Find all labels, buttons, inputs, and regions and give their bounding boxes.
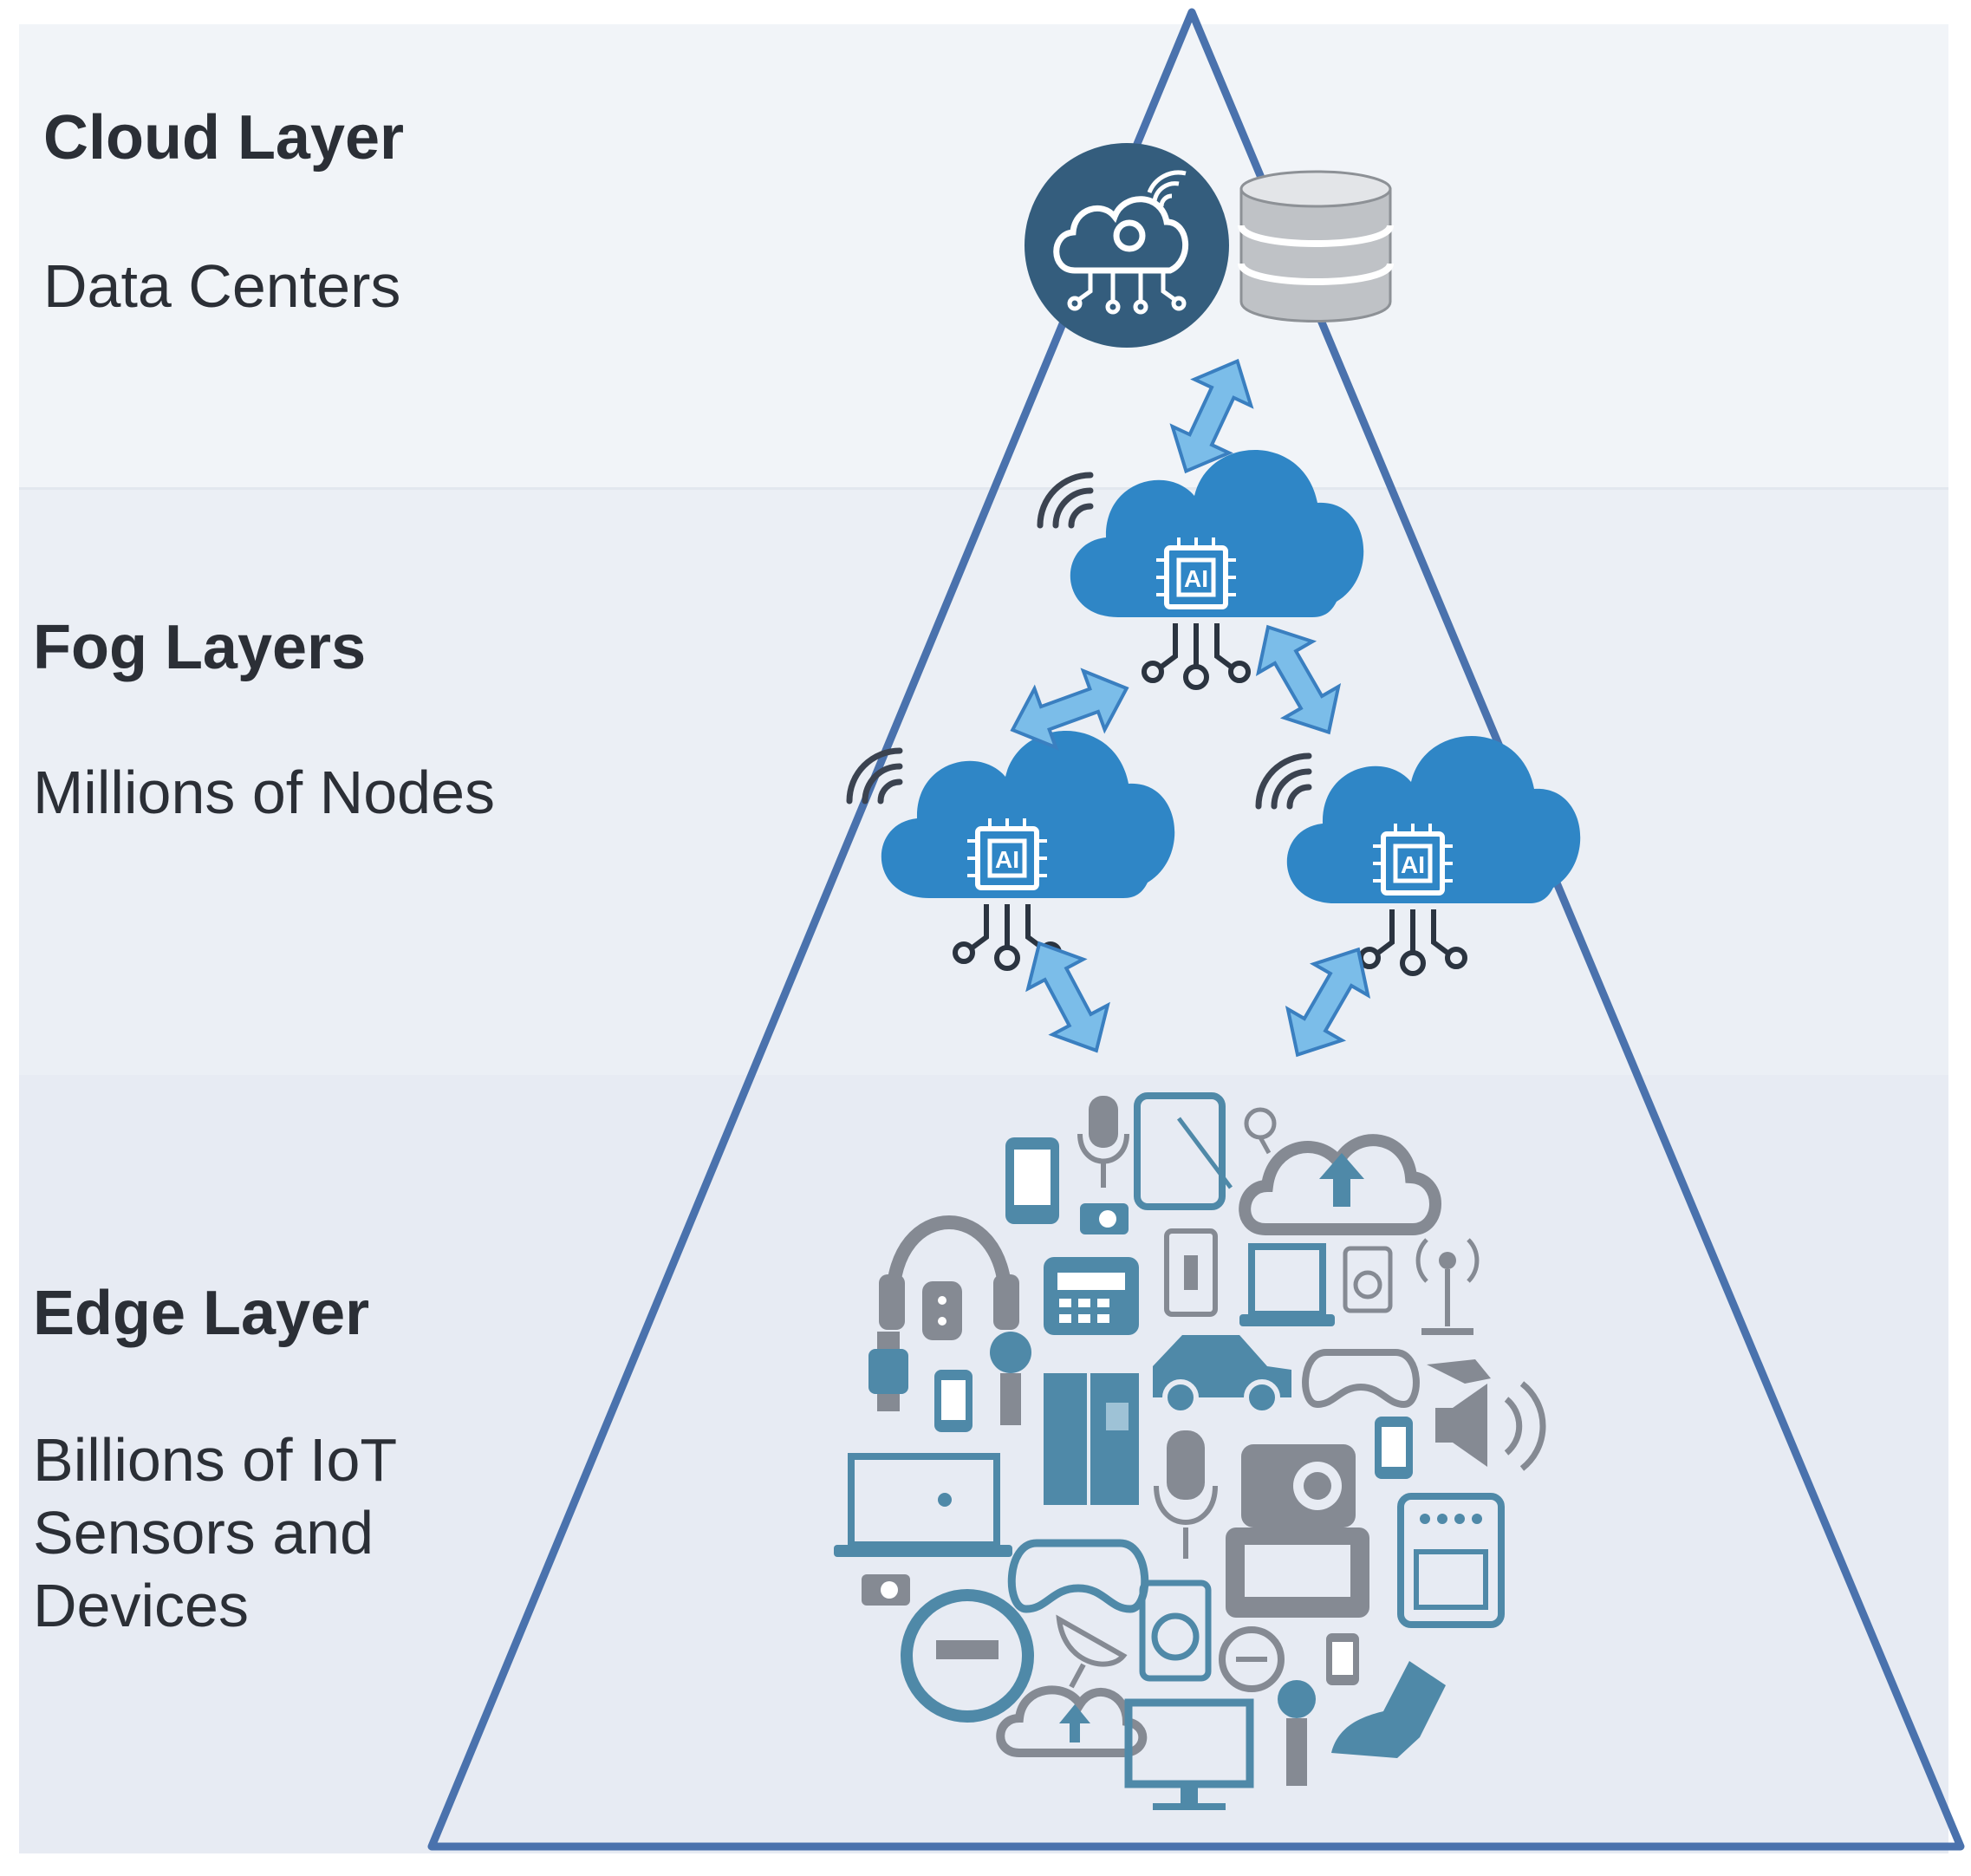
edge-layer-subtitle: Billions of IoT Sensors and Devices: [33, 1426, 398, 1639]
laptop-icon: [1239, 1243, 1335, 1326]
lightbulb-icon: [1278, 1680, 1316, 1786]
fog-node-right: [1286, 735, 1581, 974]
sneaker-icon: [1427, 1359, 1491, 1384]
fog-layer-subtitle: Millions of Nodes: [33, 759, 495, 826]
wifi-signal-icon: [1040, 475, 1090, 525]
fog-node-top: [1070, 449, 1364, 687]
smartphone-icon: [1005, 1137, 1059, 1224]
smartphone-icon: [934, 1370, 972, 1432]
monitor-icon: [1124, 1698, 1254, 1810]
satellite-dish-icon: [1056, 1614, 1128, 1689]
camera-icon: [1241, 1444, 1356, 1528]
meter-icon: [901, 1589, 1034, 1723]
cloud-upload-icon: [1239, 1134, 1441, 1235]
telephone-icon: [1044, 1257, 1139, 1335]
laptop-icon: [834, 1453, 1012, 1557]
wall-outlet-icon: [922, 1281, 962, 1340]
microphone-icon: [1077, 1096, 1129, 1188]
thermostat-icon: [1226, 1528, 1369, 1618]
antenna-icon: [1415, 1238, 1480, 1335]
smartphone-icon: [1375, 1417, 1413, 1479]
gamepad-icon: [1302, 1349, 1420, 1409]
speaker-icon: [1435, 1381, 1546, 1471]
washer-icon: [1139, 1580, 1212, 1682]
camera-icon: [1080, 1203, 1129, 1234]
oven-icon: [1397, 1493, 1505, 1628]
cloud-gear-icon: [1025, 143, 1229, 348]
database-icon: [1238, 170, 1394, 322]
fog-layer-title: Fog Layers: [33, 613, 367, 682]
smartwatch-icon: [868, 1332, 908, 1411]
gamepad-icon: [1007, 1539, 1149, 1613]
refrigerator-icon: [1044, 1373, 1139, 1505]
arrow-fog-top-right: [1239, 609, 1358, 750]
tablet-icon: [1134, 1092, 1233, 1210]
microphone-icon: [1154, 1430, 1218, 1559]
pyramid-outline: [427, 8, 1965, 1851]
cloud-layer-subtitle: Data Centers: [43, 252, 401, 320]
arrow-fog-right-edge: [1268, 932, 1388, 1072]
camera-icon: [862, 1574, 910, 1606]
edge-layer-band: [19, 1075, 1948, 1853]
sneaker-icon: [1331, 1661, 1446, 1758]
cloud-upload-icon: [996, 1685, 1148, 1757]
thermostat-icon: [1219, 1626, 1285, 1692]
washer-icon: [1343, 1246, 1393, 1313]
edge-devices-cluster: [834, 1092, 1546, 1810]
cloud-layer-band: [19, 24, 1948, 487]
smartphone-icon: [1326, 1633, 1359, 1685]
arrow-fog-left-edge: [1012, 928, 1123, 1065]
car-icon: [1153, 1335, 1291, 1416]
headphones-icon: [879, 1215, 1019, 1330]
cloud-layer-title: Cloud Layer: [43, 103, 405, 173]
fog-node-left: [881, 730, 1175, 968]
satellite-dish-icon: [1244, 1107, 1277, 1155]
wifi-signal-icon: [1259, 756, 1309, 806]
lightbulb-icon: [990, 1332, 1031, 1425]
edge-layer-title: Edge Layer: [33, 1279, 370, 1348]
light-switch-icon: [1164, 1228, 1218, 1317]
wifi-signal-icon: [849, 751, 900, 801]
